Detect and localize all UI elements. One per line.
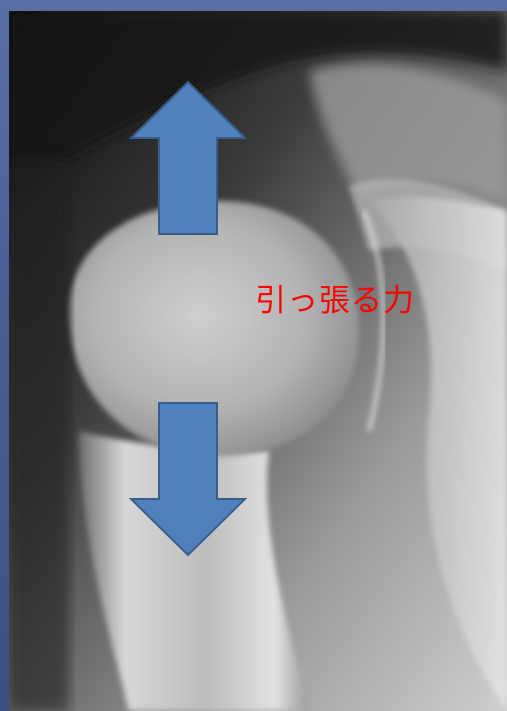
arrow-down-icon	[129, 401, 247, 557]
force-label: 引っ張る力	[255, 286, 415, 317]
shoulder-xray-image	[9, 11, 507, 711]
arrow-up-icon	[129, 80, 247, 236]
